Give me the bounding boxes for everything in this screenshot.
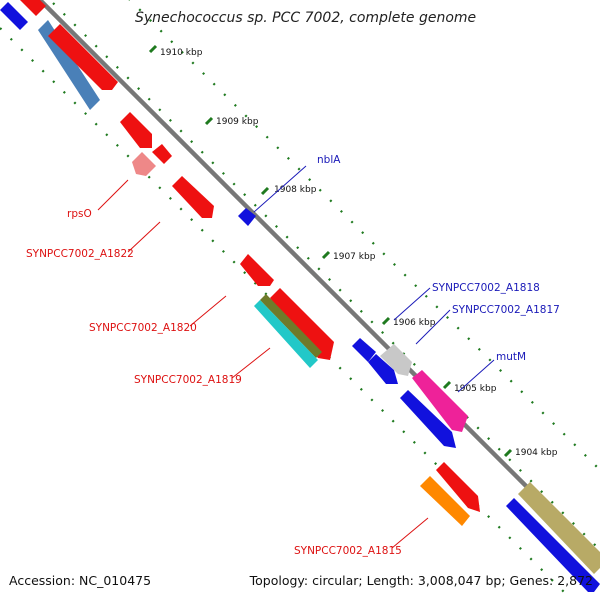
tick-mark (204, 116, 214, 126)
leader-mutM (457, 359, 495, 393)
leader-a1822 (127, 221, 161, 253)
gene-fragment-blue-topleft[interactable] (0, 2, 28, 30)
genome-backbone (38, 0, 600, 562)
tick-mark (442, 380, 452, 390)
label-rpsO: rpsO (67, 208, 92, 220)
leader-nblA (253, 165, 307, 213)
leader-a1817 (415, 309, 451, 345)
tick-mark (381, 316, 391, 326)
label-a1822: SYNPCC7002_A1822 (26, 248, 134, 260)
gene-red-a1815[interactable] (436, 462, 480, 512)
tick-label-1909: 1909 kbp (216, 117, 259, 127)
gene-red-a1820-upper[interactable] (172, 176, 214, 218)
gene-khaki[interactable] (518, 482, 600, 574)
accession-text: Accession: NC_010475 (9, 573, 151, 588)
guide-line-outer (128, 0, 600, 471)
label-leaders (97, 165, 495, 549)
tick-label-1904: 1904 kbp (515, 448, 558, 458)
tick-label-1906: 1906 kbp (393, 318, 436, 328)
leader-a1815 (391, 517, 429, 549)
gene-nblA[interactable] (238, 208, 256, 226)
tick-mark (321, 250, 331, 260)
gene-red-a1822[interactable] (120, 112, 152, 148)
label-a1815: SYNPCC7002_A1815 (294, 545, 402, 557)
gene-steelblue[interactable] (38, 20, 100, 110)
tick-marks (148, 44, 513, 458)
gene-red-long[interactable] (48, 24, 118, 90)
gene-olive[interactable] (260, 294, 322, 358)
label-mutM: mutM (496, 351, 526, 363)
map-title: Synechococcus sp. PCC 7002, complete gen… (135, 10, 476, 26)
gene-red-small[interactable] (152, 144, 172, 164)
leader-a1820 (189, 295, 227, 327)
tick-label-1910: 1910 kbp (160, 48, 203, 58)
topology-summary: Topology: circular; Length: 3,008,047 bp… (249, 573, 593, 588)
gene-red-a1819-long[interactable] (270, 288, 334, 360)
tick-label-1908: 1908 kbp (274, 185, 317, 195)
gene-rpsO[interactable] (132, 152, 156, 176)
label-a1818: SYNPCC7002_A1818 (432, 282, 540, 294)
tick-label-1907: 1907 kbp (333, 252, 376, 262)
label-nblA: nblA (317, 154, 341, 166)
leader-rpsO (97, 179, 129, 211)
gene-orange-a1815[interactable] (420, 476, 470, 526)
gene-cyan[interactable] (254, 300, 318, 368)
tick-mark (503, 448, 513, 458)
gene-mutM[interactable] (412, 370, 468, 432)
tick-label-1905: 1905 kbp (454, 384, 497, 394)
gene-blue-long[interactable] (400, 390, 456, 448)
tick-mark (260, 186, 270, 196)
gene-blue-a1818[interactable] (352, 338, 376, 362)
label-a1819: SYNPCC7002_A1819 (134, 374, 242, 386)
gene-gray-a1817[interactable] (380, 344, 412, 376)
leader-a1819 (231, 347, 271, 379)
gene-blue-a1818-b[interactable] (368, 354, 398, 384)
tick-mark (148, 44, 158, 54)
label-a1817: SYNPCC7002_A1817 (452, 304, 560, 316)
gene-blue-bottomright[interactable] (506, 498, 600, 592)
leader-a1818 (393, 287, 431, 321)
gene-red-mid[interactable] (240, 254, 274, 286)
gene-fragment-red-top[interactable] (20, 0, 46, 16)
label-a1820: SYNPCC7002_A1820 (89, 322, 197, 334)
